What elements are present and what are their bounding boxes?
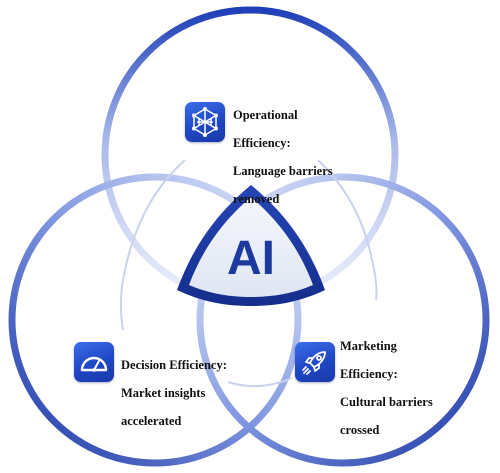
rocket-icon: [295, 342, 335, 382]
circle-decision: [8, 173, 302, 467]
label-decision: Decision Efficiency: Market insights acc…: [121, 344, 251, 442]
label-operational-line-1: Operational: [233, 108, 298, 122]
label-decision-line-1: Decision Efficiency:: [121, 358, 227, 372]
label-marketing-line-2: Efficiency:: [340, 367, 398, 381]
circle-marketing: [196, 173, 490, 467]
label-decision-line-2: Market insights: [121, 386, 206, 400]
overlap-arc-bottom: [227, 377, 293, 388]
overlap-arc-left: [119, 159, 186, 331]
label-operational-line-2: Efficiency:: [233, 136, 291, 150]
speed-gauge-icon: [74, 342, 114, 382]
label-marketing-line-3: Cultural barriers: [340, 395, 433, 409]
label-decision-line-3: accelerated: [121, 414, 182, 428]
label-operational-line-3: Language barriers: [233, 164, 333, 178]
ai-shield: AI: [177, 185, 325, 306]
overlap-arc-right: [317, 159, 378, 301]
label-marketing: Marketing Efficiency: Cultural barriers …: [340, 325, 450, 451]
network-icon: [185, 102, 225, 142]
label-marketing-line-4: crossed: [340, 423, 380, 437]
ai-center-text: AI: [227, 232, 275, 285]
label-marketing-line-1: Marketing: [340, 339, 397, 353]
label-operational: Operational Efficiency: Language barrier…: [233, 94, 383, 220]
label-operational-line-4: removed: [233, 192, 280, 206]
